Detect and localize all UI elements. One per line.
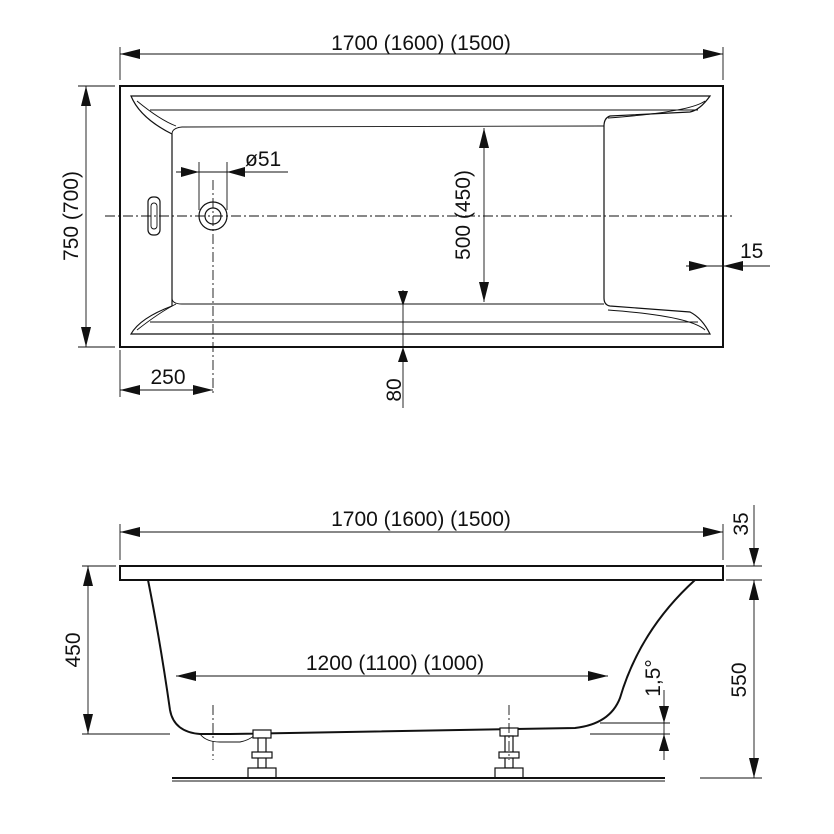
- tub-basin-outline: [129, 95, 712, 335]
- height-label: 550: [728, 662, 751, 697]
- top-view: 1700 (1600) (1500) 750 (700) 500 (450) ø…: [60, 32, 770, 408]
- top-width-label: 750 (700): [60, 171, 83, 261]
- tub-basin-side-lines: [150, 109, 698, 323]
- tub-bottom-detail: [199, 733, 257, 743]
- slope-label: 1,5°: [642, 659, 665, 697]
- drain-offset-arrows: [120, 385, 213, 395]
- slope-arrows: [659, 706, 669, 751]
- tub-basin-inner-line: [171, 125, 605, 305]
- rim-arrows: [689, 261, 743, 271]
- rim-thickness-arrow: [749, 548, 759, 566]
- depth-label: 450: [62, 632, 85, 667]
- tub-body-side: [147, 579, 696, 735]
- bottom-length-label: 1200 (1100) (1000): [306, 652, 484, 675]
- bottom-rim-arrows: [398, 291, 408, 362]
- drain-diameter-arrows: [181, 167, 245, 177]
- side-view: 1700 (1600) (1500) 1200 (1100) (1000) 45…: [62, 505, 762, 782]
- tub-basin-corner-lines: [136, 100, 706, 331]
- inner-width-arrows: [479, 128, 489, 302]
- tub-outer-outline: [119, 85, 724, 348]
- depth-arrows: [83, 566, 93, 734]
- support-leg-right: [494, 727, 524, 779]
- tub-rim-side: [119, 565, 724, 581]
- inner-width-label: 500 (450): [452, 170, 475, 260]
- drain-diameter-label: ø51: [245, 148, 281, 171]
- overflow-inner: [150, 202, 158, 230]
- height-arrows: [749, 580, 759, 778]
- drain-offset-label: 250: [150, 366, 185, 389]
- side-length-label: 1700 (1600) (1500): [331, 508, 511, 531]
- top-length-label: 1700 (1600) (1500): [331, 32, 511, 55]
- rim-thickness-label: 35: [730, 512, 753, 535]
- overflow-fitting: [147, 196, 161, 236]
- bottom-rim-label: 80: [383, 378, 406, 401]
- support-leg-left: [247, 729, 277, 779]
- rim-label: 15: [740, 240, 763, 263]
